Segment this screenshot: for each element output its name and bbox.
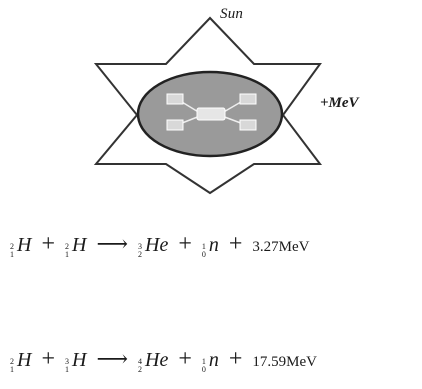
plus-sign: + bbox=[228, 231, 243, 257]
plus-sign: + bbox=[41, 346, 55, 372]
atom-node bbox=[166, 119, 184, 131]
plus-sign: + bbox=[41, 231, 55, 257]
atom-node bbox=[239, 119, 257, 131]
sun-star-graphic bbox=[93, 16, 323, 195]
energy-release: 3.27MeV bbox=[252, 239, 310, 255]
reaction-arrow: ⟶ bbox=[96, 346, 128, 371]
energy-release-label: +MeV bbox=[320, 95, 359, 111]
central-nucleus-node bbox=[196, 107, 226, 121]
energy-release: 17.59MeV bbox=[252, 354, 317, 370]
plus-sign: + bbox=[178, 346, 192, 372]
plus-sign: + bbox=[178, 231, 192, 257]
fusion-diagram: Sun +MeV bbox=[93, 6, 359, 195]
reaction-arrow: ⟶ bbox=[96, 231, 128, 256]
plus-sign: + bbox=[228, 346, 243, 372]
atom-node bbox=[166, 93, 184, 105]
atom-node bbox=[239, 93, 257, 105]
sun-label: Sun bbox=[220, 6, 244, 22]
